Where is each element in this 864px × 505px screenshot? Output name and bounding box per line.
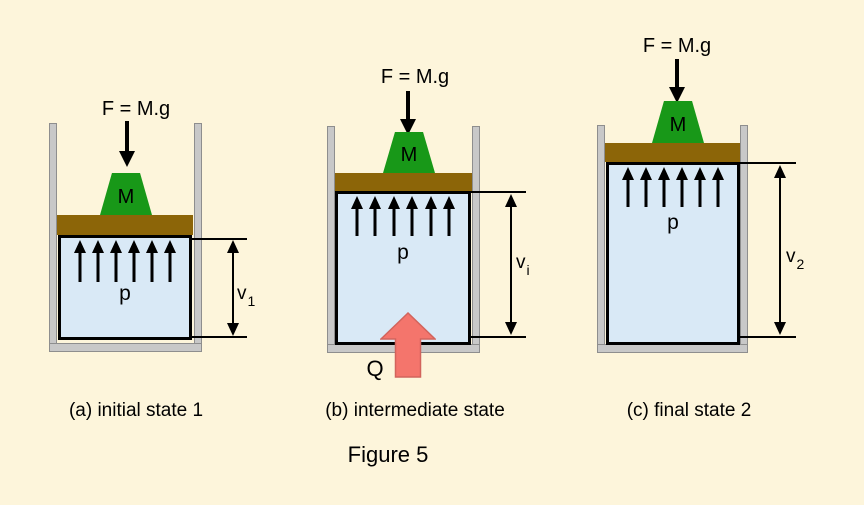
piston	[57, 215, 193, 235]
pressure-arrow-icon	[712, 167, 725, 207]
mass-block: M	[383, 132, 435, 173]
gas-chamber: p	[58, 235, 192, 340]
force-label: F = M.g	[101, 98, 171, 120]
volume-dimension-arrow	[774, 165, 786, 335]
pressure-arrow-icon	[91, 240, 104, 282]
piston	[605, 143, 740, 162]
volume-tick-bottom	[192, 336, 247, 338]
cylinder-left-wall	[327, 126, 335, 353]
pressure-arrow-icon	[128, 240, 141, 282]
diagram-initial-state: F = M.g M p v1	[40, 95, 270, 370]
pressure-arrow-icon	[387, 196, 400, 236]
gas-chamber: p	[606, 162, 740, 345]
cylinder-right-wall	[472, 126, 480, 353]
diagram-intermediate-state: F = M.g M p vi	[320, 60, 550, 390]
volume-tick-bottom	[740, 336, 796, 338]
pressure-arrow-icon	[443, 196, 456, 236]
mass-block: M	[100, 173, 152, 215]
mass-label: M	[400, 144, 418, 166]
cylinder-left-wall	[49, 123, 57, 352]
pressure-arrow-icon	[73, 240, 86, 282]
heat-arrow-icon	[380, 312, 436, 378]
mass-block: M	[652, 101, 704, 143]
caption-final-state: (c) final state 2	[626, 400, 752, 421]
volume-tick-top	[470, 191, 526, 193]
volume-label: v2	[786, 246, 805, 272]
pressure-label: p	[397, 241, 409, 264]
volume-dimension-arrow	[505, 194, 517, 335]
diagram-final-state: F = M.g M p v2	[590, 30, 820, 390]
pressure-arrow-icon	[406, 196, 419, 236]
pressure-arrow-icon	[676, 167, 689, 207]
heat-label: Q	[366, 356, 384, 381]
volume-label: v1	[237, 283, 256, 309]
cylinder-left-wall	[597, 125, 605, 353]
cylinder-base	[49, 343, 202, 352]
pressure-label: p	[667, 211, 679, 234]
force-label: F = M.g	[380, 66, 450, 88]
pressure-arrow-icon	[109, 240, 122, 282]
force-down-arrow-icon	[669, 59, 685, 103]
force-down-arrow-icon	[400, 91, 416, 135]
pressure-arrow-icon	[146, 240, 159, 282]
mass-label: M	[669, 113, 687, 136]
pressure-arrow-icon	[424, 196, 437, 236]
volume-tick-top	[192, 238, 247, 240]
pressure-arrows-row	[621, 167, 725, 207]
volume-tick-top	[740, 162, 796, 164]
pressure-label: p	[119, 282, 131, 305]
cylinder-right-wall	[740, 125, 748, 353]
volume-tick-bottom	[470, 336, 526, 338]
pressure-arrow-icon	[164, 240, 177, 282]
cylinder-base	[597, 344, 748, 353]
volume-dimension-arrow	[227, 240, 239, 336]
piston	[335, 173, 472, 191]
force-down-arrow-icon	[119, 121, 135, 167]
mass-label: M	[117, 185, 135, 208]
pressure-arrow-icon	[621, 167, 634, 207]
volume-label: vi	[516, 252, 530, 278]
caption-intermediate-state: (b) intermediate state	[325, 400, 505, 421]
pressure-arrow-icon	[639, 167, 652, 207]
caption-initial-state: (a) initial state 1	[68, 400, 204, 421]
pressure-arrow-icon	[657, 167, 670, 207]
force-label: F = M.g	[642, 35, 712, 57]
pressure-arrows-row	[73, 240, 177, 282]
pressure-arrow-icon	[350, 196, 363, 236]
figure-title: Figure 5	[347, 442, 429, 467]
pressure-arrow-icon	[694, 167, 707, 207]
pressure-arrows-row	[350, 196, 456, 236]
pressure-arrow-icon	[369, 196, 382, 236]
